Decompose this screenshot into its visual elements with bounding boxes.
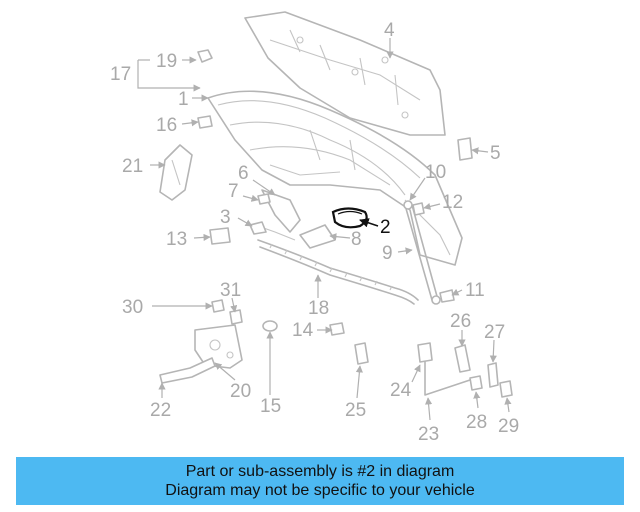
hood-insulator-pad bbox=[244, 11, 446, 136]
callout-3: 3 bbox=[220, 207, 231, 228]
callout-8: 8 bbox=[351, 229, 362, 250]
callout-7: 7 bbox=[228, 181, 239, 202]
callout-5: 5 bbox=[490, 143, 501, 164]
callout-26: 26 bbox=[450, 311, 471, 332]
callout-19: 19 bbox=[156, 51, 177, 72]
callout-29: 29 bbox=[498, 416, 519, 437]
callout-24: 24 bbox=[390, 380, 412, 401]
callout-labels: 4 19 17 1 16 5 21 6 10 7 12 3 2 13 8 9 1… bbox=[110, 20, 519, 445]
leader-lines bbox=[137, 38, 512, 421]
callout-16: 16 bbox=[156, 115, 177, 136]
callout-20: 20 bbox=[230, 381, 251, 402]
parts-diagram: 4 19 17 1 16 5 21 6 10 7 12 3 2 13 8 9 1… bbox=[110, 11, 519, 445]
part-2-seal bbox=[331, 207, 368, 229]
hood-strut bbox=[403, 200, 441, 305]
callout-22: 22 bbox=[150, 400, 171, 421]
callout-14: 14 bbox=[292, 320, 314, 341]
banner-line-part-info: Part or sub-assembly is #2 in diagram bbox=[185, 463, 455, 480]
callout-4: 4 bbox=[384, 20, 395, 41]
callout-6: 6 bbox=[238, 163, 249, 184]
info-banner: Part or sub-assembly is #2 in diagram Di… bbox=[16, 457, 624, 505]
callout-23: 23 bbox=[418, 424, 439, 445]
hood-weatherstrip bbox=[257, 239, 419, 305]
callout-21: 21 bbox=[122, 156, 143, 177]
callout-30: 30 bbox=[122, 297, 143, 318]
callout-15: 15 bbox=[260, 396, 281, 417]
callout-18: 18 bbox=[308, 298, 329, 319]
callout-25: 25 bbox=[345, 400, 366, 421]
hood-latch bbox=[159, 324, 243, 384]
fasteners bbox=[197, 49, 473, 336]
release-cable bbox=[354, 342, 513, 398]
callout-17: 17 bbox=[110, 64, 131, 85]
callout-12: 12 bbox=[442, 192, 463, 213]
callout-9: 9 bbox=[382, 243, 393, 264]
callout-2-highlighted: 2 bbox=[380, 217, 391, 238]
banner-line-disclaimer: Diagram may not be specific to your vehi… bbox=[165, 482, 475, 499]
callout-31: 31 bbox=[220, 280, 241, 301]
callout-1: 1 bbox=[178, 89, 189, 110]
callout-10: 10 bbox=[425, 162, 446, 183]
callout-13: 13 bbox=[166, 229, 187, 250]
callout-11: 11 bbox=[465, 280, 485, 301]
bracket-21 bbox=[159, 144, 193, 201]
callout-27: 27 bbox=[484, 322, 505, 343]
callout-28: 28 bbox=[466, 412, 487, 433]
